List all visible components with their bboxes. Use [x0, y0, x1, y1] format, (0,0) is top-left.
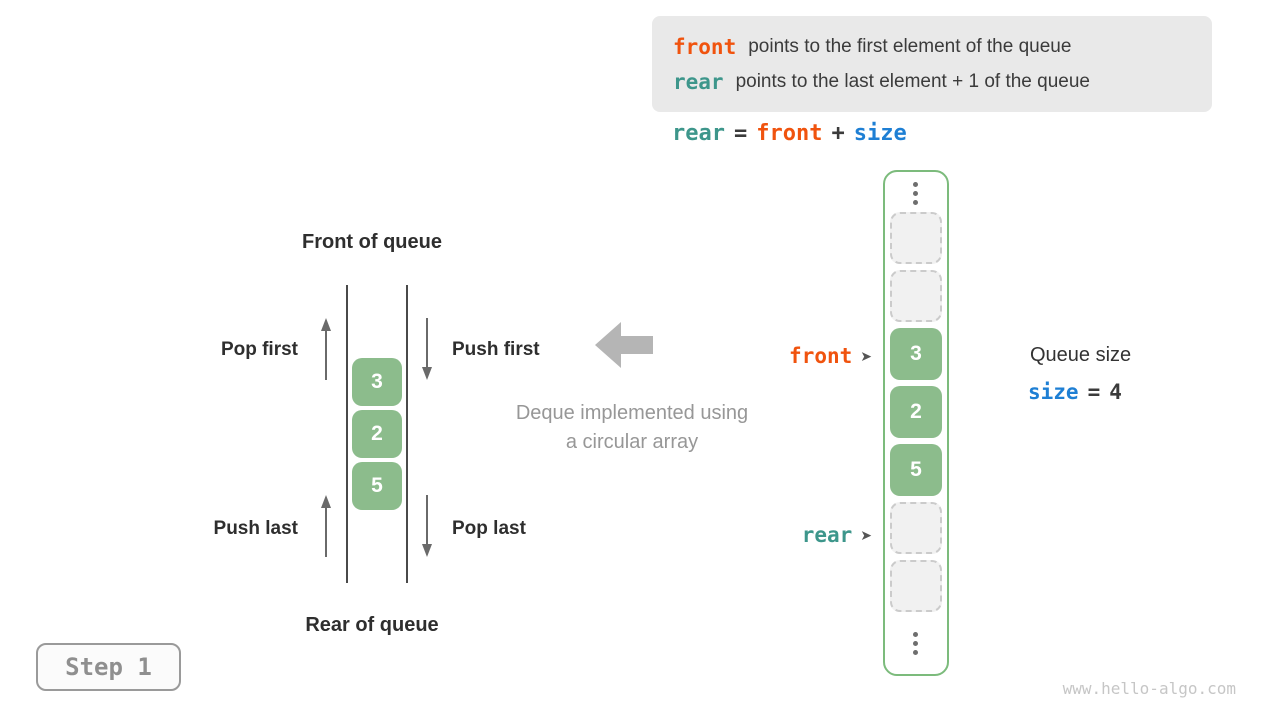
rear-definition-row: rear points to the last element + 1 of t… — [673, 70, 1212, 94]
pop-last-label: Pop last — [452, 518, 526, 539]
array-cell-empty — [890, 560, 942, 612]
array-cell-empty — [890, 270, 942, 322]
queue-channel-right-line — [406, 285, 408, 583]
rear-code-label: rear — [673, 69, 724, 94]
front-definition-row: front points to the first element of the… — [673, 35, 1212, 59]
watermark: www.hello-algo.com — [1062, 679, 1236, 698]
formula-size: size — [853, 121, 907, 146]
step-badge: Step 1 — [36, 643, 181, 691]
array-cell-filled: 5 — [890, 444, 942, 496]
left-block-arrow-icon — [595, 322, 653, 368]
definition-box: front points to the first element of the… — [652, 16, 1212, 112]
formula-plus: + — [831, 121, 845, 146]
rear-pointer-label: rear — [801, 523, 853, 547]
queue-channel-left-line — [346, 285, 348, 583]
array-cell-empty — [890, 502, 942, 554]
array-cell-filled: 3 — [890, 328, 942, 380]
array-cell-filled: 2 — [890, 386, 942, 438]
right-arrowhead-icon: ➤ — [860, 348, 872, 365]
front-code-label: front — [673, 34, 737, 59]
formula-equals: = — [733, 121, 748, 146]
up-arrow-icon — [321, 495, 331, 557]
caption-line-1: Deque implemented using — [515, 402, 749, 424]
queue-size-title: Queue size — [1030, 344, 1132, 366]
front-definition-text: points to the first element of the queue — [748, 35, 1072, 57]
size-equals: = — [1087, 380, 1101, 404]
rear-definition-text: points to the last element + 1 of the qu… — [735, 70, 1090, 92]
front-of-queue-label: Front of queue — [302, 231, 442, 253]
push-last-label: Push last — [213, 518, 298, 539]
caption: Deque implemented using a circular array — [482, 399, 782, 457]
rear-of-queue-label: Rear of queue — [305, 614, 439, 636]
push-first-label: Push first — [452, 339, 540, 360]
array-cell-empty — [890, 212, 942, 264]
caption-line-2: a circular array — [565, 431, 699, 453]
queue-cell: 3 — [352, 358, 402, 406]
down-arrow-icon — [422, 318, 432, 380]
pop-first-label: Pop first — [220, 339, 298, 360]
down-arrow-icon — [422, 495, 432, 557]
queue-cell: 2 — [352, 410, 402, 458]
formula-rear: rear — [672, 121, 725, 146]
front-pointer: front ➤ — [730, 344, 872, 369]
ellipsis-icon — [913, 632, 918, 655]
queue-size-value-line: size = 4 — [1028, 380, 1122, 404]
ellipsis-icon — [913, 182, 918, 205]
up-arrow-icon — [321, 318, 331, 380]
rear-pointer: rear ➤ — [730, 523, 872, 548]
size-var-label: size — [1028, 380, 1079, 404]
front-pointer-label: front — [789, 344, 853, 368]
formula-front: front — [756, 121, 823, 146]
pointer-formula: rear = front + size — [672, 121, 907, 146]
queue-cell: 5 — [352, 462, 402, 510]
size-value: 4 — [1109, 380, 1122, 404]
right-arrowhead-icon: ➤ — [860, 527, 872, 544]
